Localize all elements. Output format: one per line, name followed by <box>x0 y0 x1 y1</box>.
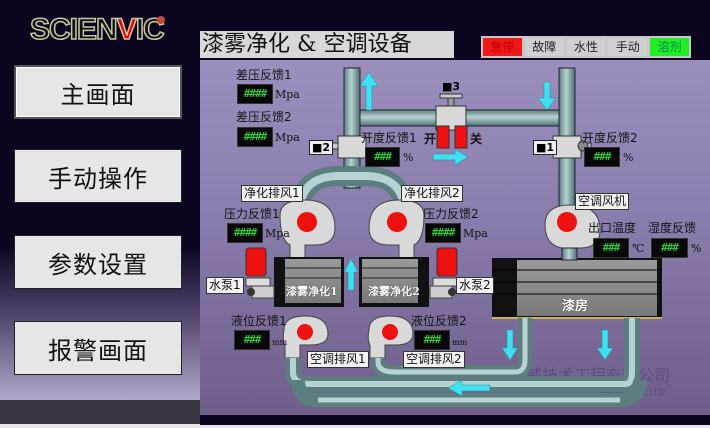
diff-pressure-2-label: 差压反馈2 <box>236 110 292 124</box>
diff-pressure-1-unit: Mpa <box>275 88 300 101</box>
pressure-2-unit: Mpa <box>463 227 488 240</box>
purifier-tank-2 <box>359 257 429 307</box>
exhaust-fan-2-tag[interactable]: 净化排风2 <box>401 185 463 202</box>
paint-room <box>492 258 662 319</box>
level-2-label: 液位反馈2 <box>411 314 467 328</box>
sidebar: 主画面 手动操作 参数设置 报警画面 <box>0 60 200 400</box>
valve-2-tag[interactable]: ■2 <box>309 140 334 155</box>
valve-3-number: 3 <box>452 80 461 93</box>
arrow-down-icon <box>537 81 557 111</box>
ac-fan <box>544 204 601 261</box>
nav-manual-operation-button[interactable]: 手动操作 <box>14 149 182 203</box>
diff-pressure-1-display: #### <box>237 84 273 104</box>
pressure-2-label: 压力反馈2 <box>423 207 479 221</box>
level-1-unit: mm <box>272 338 288 347</box>
level-1-label: 液位反馈1 <box>231 314 287 328</box>
exhaust-fan-1-tag[interactable]: 净化排风1 <box>241 185 303 202</box>
arrow-left-icon <box>447 379 491 397</box>
status-indicator-group: 急停 故障 水性 手动 溶剂 <box>481 36 691 58</box>
exhaust-fan-2 <box>368 199 425 263</box>
pressure-1-label: 压力反馈1 <box>224 207 280 221</box>
pump-2-tag[interactable]: 水泵2 <box>456 277 494 294</box>
ac-fan-tag[interactable]: 空调风机 <box>575 193 630 210</box>
valve-2-number: 2 <box>322 141 331 154</box>
registered-mark-icon <box>157 16 165 24</box>
opening-2-display: ### <box>584 147 620 167</box>
status-fault: 故障 <box>524 38 564 56</box>
arrow-down-icon <box>501 329 519 361</box>
nav-parameter-settings-button[interactable]: 参数设置 <box>14 235 182 289</box>
ac-exhaust-1-tag[interactable]: 空调排风1 <box>307 351 369 368</box>
ac-exhaust-fan-1 <box>282 315 329 359</box>
ac-exhaust-fan-2 <box>367 315 414 359</box>
level-2-unit: mm <box>452 338 468 347</box>
bottom-bar-right <box>200 415 710 428</box>
opening-1-display: ### <box>365 147 400 167</box>
valve-close-label: 关 <box>470 132 483 146</box>
pump-2 <box>429 247 458 299</box>
diff-pressure-1-label: 差压反馈1 <box>236 68 292 82</box>
purifier-1-label: 漆雾净化1 <box>286 285 338 298</box>
logo-text-v: V <box>116 12 138 47</box>
bottom-bar-left <box>0 400 200 428</box>
bottom-pipes <box>285 318 647 407</box>
valve-1-body <box>552 135 592 159</box>
valve-close-indicator <box>454 125 468 149</box>
status-solvent: 溶剂 <box>650 38 689 56</box>
diff-pressure-2-unit: Mpa <box>275 131 300 144</box>
opening-1-unit: % <box>403 151 414 164</box>
opening-1-label: 开度反馈1 <box>361 131 417 145</box>
humidity-label: 湿度反馈 <box>648 221 697 235</box>
status-emergency-stop: 急停 <box>483 38 522 56</box>
arrow-up-icon <box>343 258 359 291</box>
outlet-temp-label: 出口温度 <box>588 221 637 235</box>
diff-pressure-2-display: #### <box>237 127 273 147</box>
purifier-2-label: 漆雾净化2 <box>368 285 420 298</box>
level-2-display: ### <box>414 330 450 350</box>
level-1-display: ### <box>234 330 270 350</box>
pipe-segment <box>561 247 578 261</box>
arrow-up-icon <box>359 71 379 111</box>
opening-2-label: 开度反馈2 <box>582 131 638 145</box>
flow-arrows <box>343 71 614 397</box>
pressure-2-display: #### <box>425 223 461 243</box>
logo-text: SCIEN <box>29 12 118 47</box>
valve-3-tag[interactable]: ■3 <box>442 80 461 93</box>
nav-alarm-screen-button[interactable]: 报警画面 <box>14 321 182 375</box>
paint-room-label: 漆房 <box>561 299 588 314</box>
humidity-display: ### <box>651 238 688 258</box>
valve-1-tag[interactable]: ■1 <box>533 140 558 155</box>
humidity-unit: % <box>691 242 702 255</box>
arrow-right-icon <box>432 148 469 166</box>
pressure-1-unit: Mpa <box>265 227 290 240</box>
status-water-based: 水性 <box>566 38 606 56</box>
outlet-temp-unit: ℃ <box>632 242 645 255</box>
status-manual: 手动 <box>608 38 648 56</box>
valve-3-body <box>435 93 467 131</box>
valve-open-label: 开 <box>424 132 437 146</box>
arch-pipe <box>290 166 414 213</box>
exhaust-fan-1 <box>279 199 336 263</box>
pump-1-tag[interactable]: 水泵1 <box>206 277 244 294</box>
nav-main-screen-button[interactable]: 主画面 <box>14 65 182 119</box>
opening-2-unit: % <box>623 151 634 164</box>
pressure-1-display: #### <box>227 223 263 243</box>
valve-open-indicator <box>436 125 450 149</box>
arrow-down-icon <box>596 329 614 361</box>
ac-exhaust-2-tag[interactable]: 空调排风2 <box>403 351 465 368</box>
outlet-temp-display: ### <box>593 238 629 258</box>
pipe-segment <box>359 109 576 127</box>
page-title: 漆雾净化 & 空调设备 <box>200 31 454 58</box>
pump-1 <box>245 247 275 299</box>
valve-1-number: 1 <box>546 141 555 154</box>
purifier-tank-1 <box>274 257 344 307</box>
